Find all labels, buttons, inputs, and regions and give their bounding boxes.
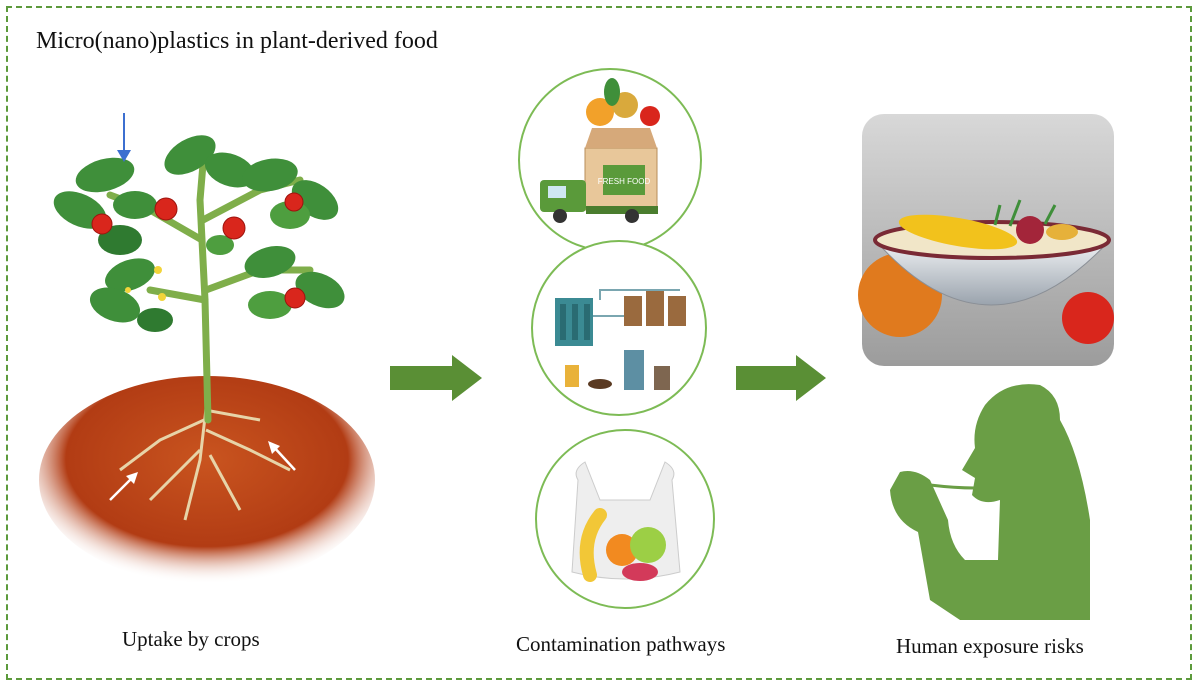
tomatoes bbox=[91, 192, 306, 309]
pathway-processing-circle bbox=[531, 240, 707, 416]
human-silhouette bbox=[890, 384, 1090, 620]
diagram-frame bbox=[6, 6, 1192, 680]
root-uptake-arrow-right bbox=[268, 441, 296, 471]
root-uptake-arrow-left bbox=[109, 472, 138, 501]
stage-label-contamination: Contamination pathways bbox=[516, 632, 726, 656]
flow-arrow-2 bbox=[736, 355, 826, 401]
stage-label-exposure: Human exposure risks bbox=[896, 634, 1084, 658]
pathway-packaging-circle bbox=[535, 429, 715, 609]
soil-ellipse bbox=[39, 376, 375, 584]
deposition-arrow bbox=[117, 113, 131, 162]
diagram-title: Micro(nano)plastics in plant-derived foo… bbox=[36, 28, 438, 54]
bag-fresh-food-label: FRESH FOOD bbox=[598, 177, 651, 186]
flowers bbox=[125, 266, 166, 301]
flow-arrow-1 bbox=[390, 355, 482, 401]
food-bowl-panel bbox=[858, 114, 1114, 366]
stage-label-uptake: Uptake by crops bbox=[122, 627, 260, 651]
pathway-transport-circle bbox=[518, 68, 702, 252]
